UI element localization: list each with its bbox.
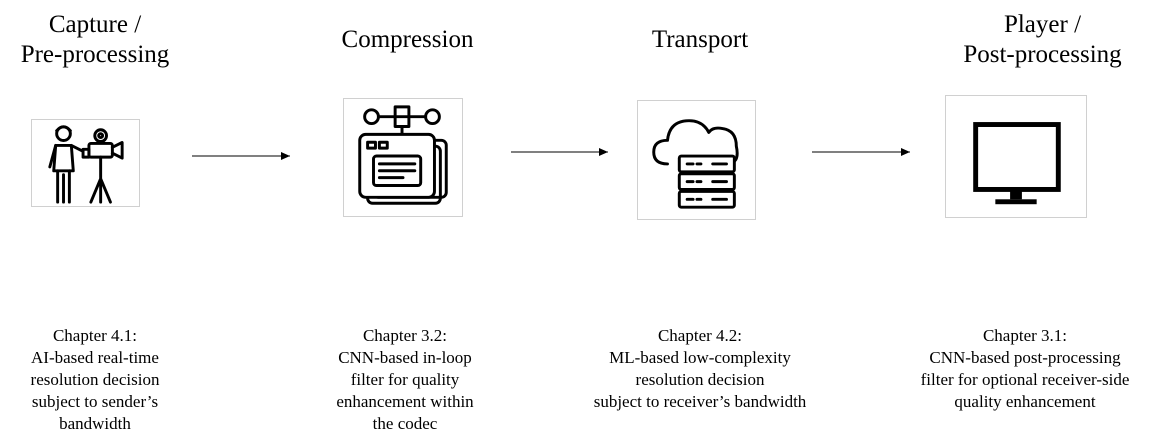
stage-title-compression: Compression xyxy=(341,26,474,53)
monitor-icon xyxy=(945,95,1087,218)
stage-title-player: Player / Post-processing xyxy=(963,11,1122,68)
stage-title-transport: Transport xyxy=(651,26,749,53)
cloud-server-icon xyxy=(637,100,756,220)
description-player: Chapter 3.1: CNN-based post-processing f… xyxy=(920,326,1130,411)
description-transport: Chapter 4.2: ML-based low-complexity res… xyxy=(593,326,807,411)
description-capture: Chapter 4.1: AI-based real-time resoluti… xyxy=(30,326,160,433)
camera-operator-icon xyxy=(31,119,140,207)
stage-title-capture: Capture / Pre-processing xyxy=(20,11,170,68)
codec-hardware-icon xyxy=(343,98,463,217)
description-compression: Chapter 3.2: CNN-based in-loop filter fo… xyxy=(336,326,474,433)
